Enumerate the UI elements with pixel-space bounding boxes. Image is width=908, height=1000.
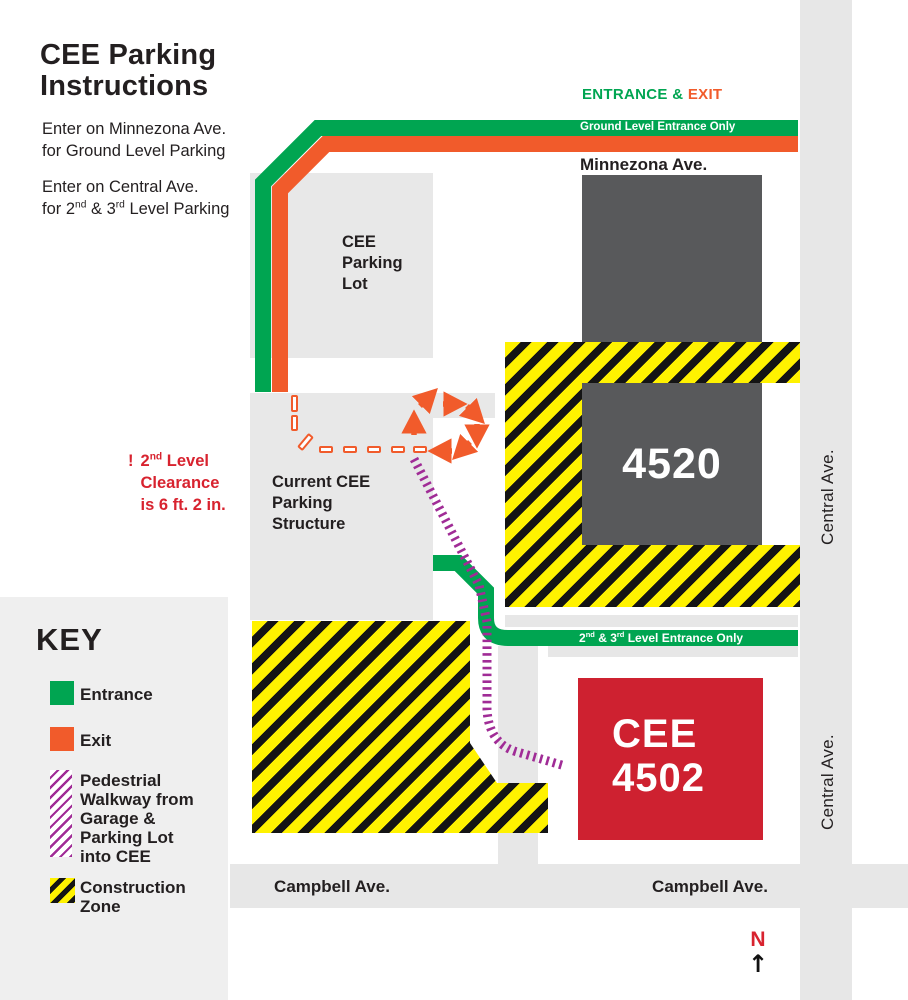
legend-exit-swatch	[50, 727, 74, 751]
building-cee-4502-label: CEE 4502	[612, 712, 705, 800]
instruction-ground-level: Enter on Minnezona Ave. for Ground Level…	[42, 120, 227, 160]
legend-exit-label: Exit	[80, 731, 112, 750]
building-cee-4502: CEE 4502	[578, 678, 763, 840]
upper-level-bar-label: 2nd & 3rd Level Entrance Only	[579, 630, 744, 645]
entrance-exit-heading: ENTRANCE & EXIT	[582, 86, 723, 103]
minnezona-ave-label: Minnezona Ave.	[580, 155, 708, 174]
warning-exclamation-icon: !	[128, 452, 134, 470]
building-4520-label: 4520	[622, 439, 722, 488]
road-sliver-below-upper-bar	[548, 646, 798, 657]
campbell-ave-label-right: Campbell Ave.	[652, 877, 768, 896]
clearance-warning: ! 2nd Level Clearance is 6 ft. 2 in.	[128, 451, 226, 514]
ground-level-bar-label: Ground Level Entrance Only	[580, 121, 736, 133]
legend-walkway-label: Pedestrial Walkway from Garage & Parking…	[80, 771, 194, 866]
north-indicator: N ↑	[742, 928, 774, 976]
north-arrow-icon: ↑	[747, 950, 769, 978]
campbell-ave-label-left: Campbell Ave.	[274, 877, 390, 896]
instruction-upper-level: Enter on Central Ave. for 2nd & 3rd Leve…	[42, 178, 230, 218]
key-panel: KEY Entrance Exit Pedestrial Walkway fro…	[0, 597, 228, 1000]
road-sliver-above-upper-bar	[505, 615, 798, 627]
north-letter: N	[750, 928, 766, 951]
legend-entrance-label: Entrance	[80, 685, 153, 704]
page-title: CEE Parking Instructions	[40, 39, 217, 102]
current-cee-parking-structure-extension	[433, 393, 495, 418]
legend-construction-label: Construction Zone	[80, 878, 186, 916]
legend-construction-swatch	[50, 878, 75, 903]
legend-walkway-swatch	[50, 770, 72, 857]
building-4520-upper	[582, 175, 762, 343]
legend-entrance-swatch	[50, 681, 74, 705]
central-ave-label-upper: Central Ave.	[818, 449, 837, 545]
campbell-ave-road	[230, 864, 908, 908]
central-ave-road	[800, 0, 852, 1000]
central-ave-label-lower: Central Ave.	[818, 734, 837, 830]
key-heading: KEY	[36, 622, 103, 657]
building-4520: 4520	[582, 383, 762, 545]
